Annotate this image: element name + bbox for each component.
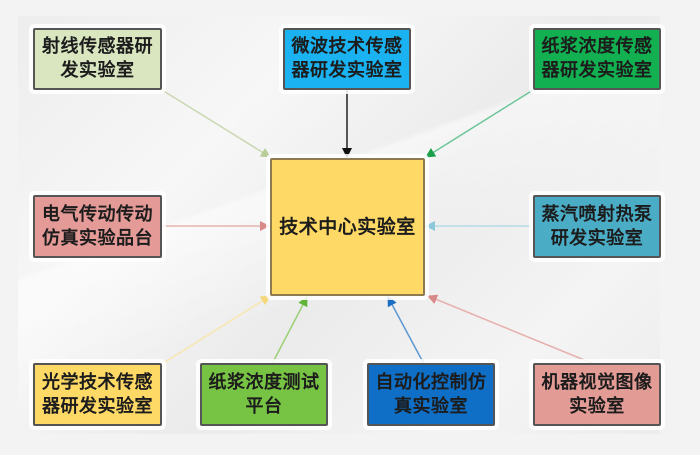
arrow-optical (161, 295, 271, 365)
pulp-sensor-lab-label-1: 纸浆浓度传感 (541, 36, 653, 57)
arrow-machine-vision (427, 294, 595, 365)
center-lab-label: 技术中心实验室 (279, 216, 416, 238)
ray-sensor-lab-label-1: 射线传感器研 (42, 36, 153, 57)
optical-sensor-lab-box: 光学技术传感器研发实验室 (33, 363, 162, 426)
arrow-ray (161, 89, 271, 158)
electric-drive-lab-label-1: 电气传动传动 (42, 203, 153, 225)
machine-vision-lab-label-2: 实验室 (569, 395, 625, 417)
steam-pump-lab-label-2: 研发实验室 (550, 227, 644, 249)
arrow-pulp-sensor (425, 89, 534, 158)
microwave-sensor-lab-label-1: 微波技术传感 (291, 36, 403, 57)
arrow-automation (387, 296, 425, 365)
microwave-sensor-lab-label-2: 器研发实验室 (291, 60, 403, 81)
electric-drive-lab-label-2: 仿真实验品台 (42, 227, 153, 249)
pulp-test-platform-label-2: 平台 (245, 395, 283, 417)
machine-vision-lab-box: 机器视觉图像实验室 (533, 363, 661, 426)
optical-sensor-lab-label-1: 光学技术传感 (42, 371, 153, 393)
automation-lab-label-1: 自动化控制仿 (375, 371, 487, 393)
arrow-pulp-test (271, 296, 308, 365)
center-lab-box: 技术中心实验室 (270, 158, 425, 296)
ray-sensor-lab-label-2: 发实验室 (60, 60, 135, 81)
optical-sensor-lab-label-2: 器研发实验室 (42, 395, 153, 417)
microwave-sensor-lab-box: 微波技术传感器研发实验室 (283, 28, 411, 90)
steam-pump-lab-box: 蒸汽喷射热泵研发实验室 (533, 195, 661, 258)
ray-sensor-lab-box: 射线传感器研发实验室 (33, 28, 162, 90)
electric-drive-lab-box: 电气传动传动仿真实验品台 (33, 195, 162, 258)
machine-vision-lab-label-1: 机器视觉图像 (541, 371, 653, 393)
automation-lab-label-2: 真实验室 (394, 395, 468, 417)
steam-pump-lab-label-1: 蒸汽喷射热泵 (541, 203, 653, 225)
pulp-test-platform-label-1: 纸浆浓度测试 (208, 371, 320, 393)
pulp-sensor-lab-label-2: 器研发实验室 (541, 60, 653, 81)
pulp-test-platform-box: 纸浆浓度测试平台 (200, 363, 328, 426)
automation-lab-box: 自动化控制仿真实验室 (367, 363, 495, 426)
pulp-sensor-lab-box: 纸浆浓度传感器研发实验室 (533, 28, 661, 90)
